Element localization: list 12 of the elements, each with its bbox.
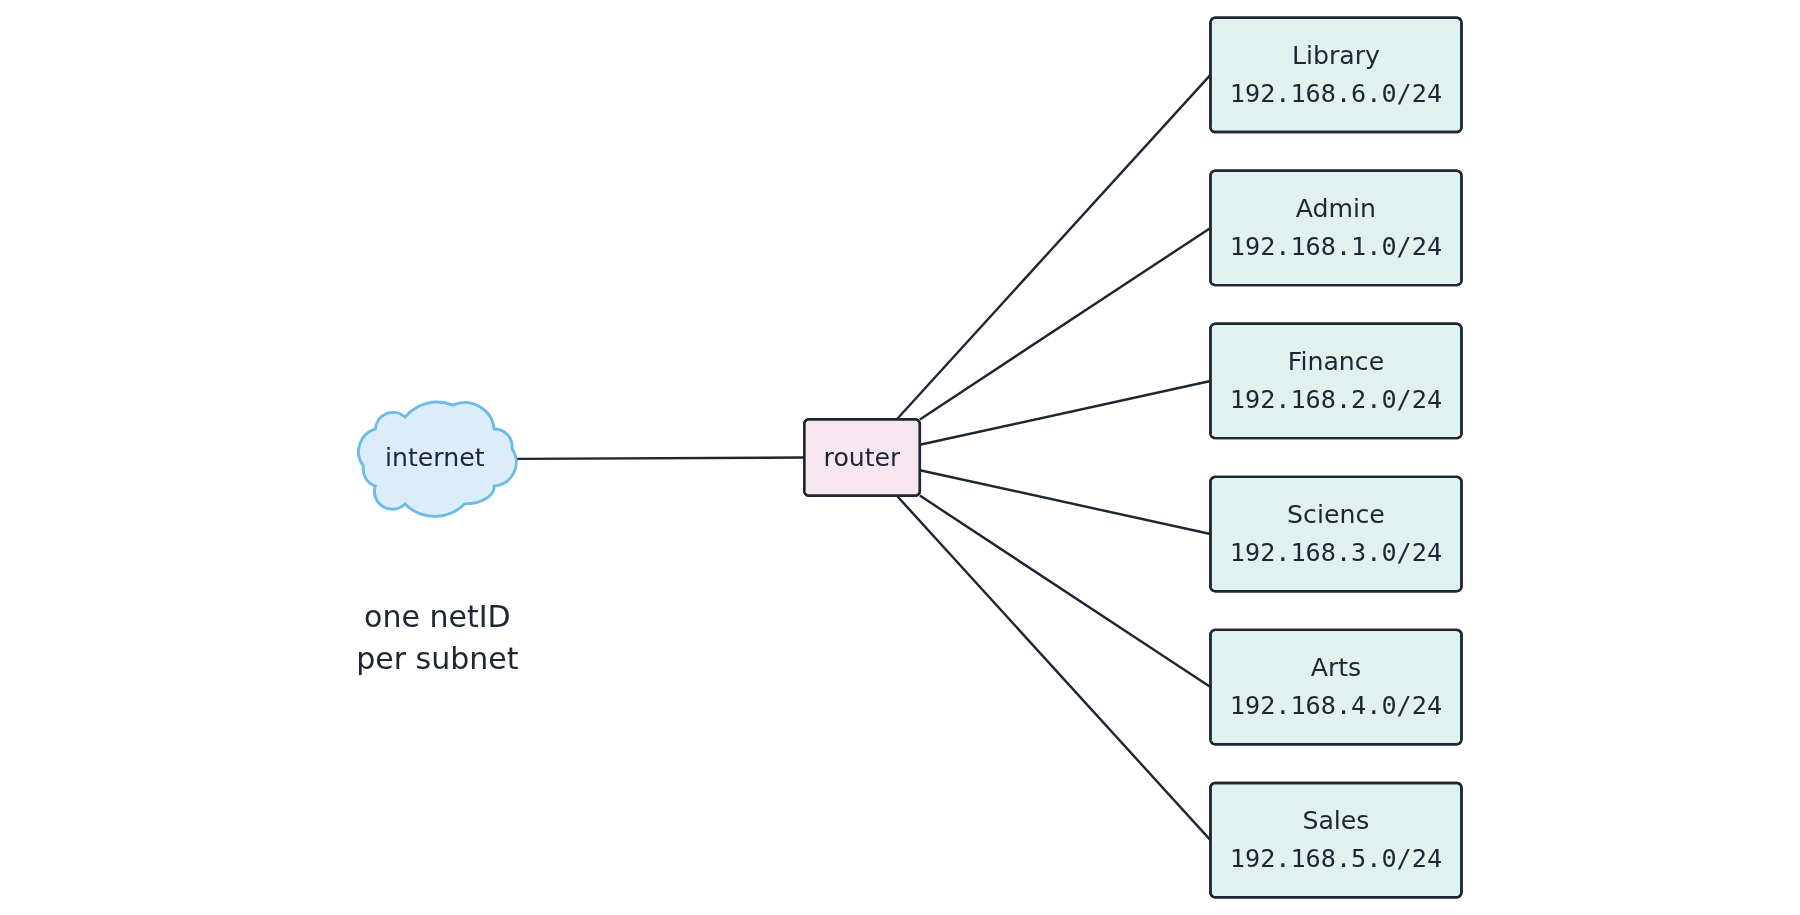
subnet-box: Science 192.168.3.0/24 <box>1209 475 1463 593</box>
subnet-box: Admin 192.168.1.0/24 <box>1209 169 1463 287</box>
subnet-box: Finance 192.168.2.0/24 <box>1209 322 1463 440</box>
subnet-box: Sales 192.168.5.0/24 <box>1209 781 1463 899</box>
connector-line <box>919 379 1211 446</box>
connector-line <box>919 469 1211 536</box>
note-text: one netID per subnet <box>355 598 520 679</box>
subnet-box: Arts 192.168.4.0/24 <box>1209 628 1463 746</box>
cloud-node: internet <box>357 400 518 518</box>
connector-line <box>516 456 805 461</box>
subnet-box: Library 192.168.6.0/24 <box>1209 16 1463 134</box>
router-box: router <box>803 418 922 497</box>
